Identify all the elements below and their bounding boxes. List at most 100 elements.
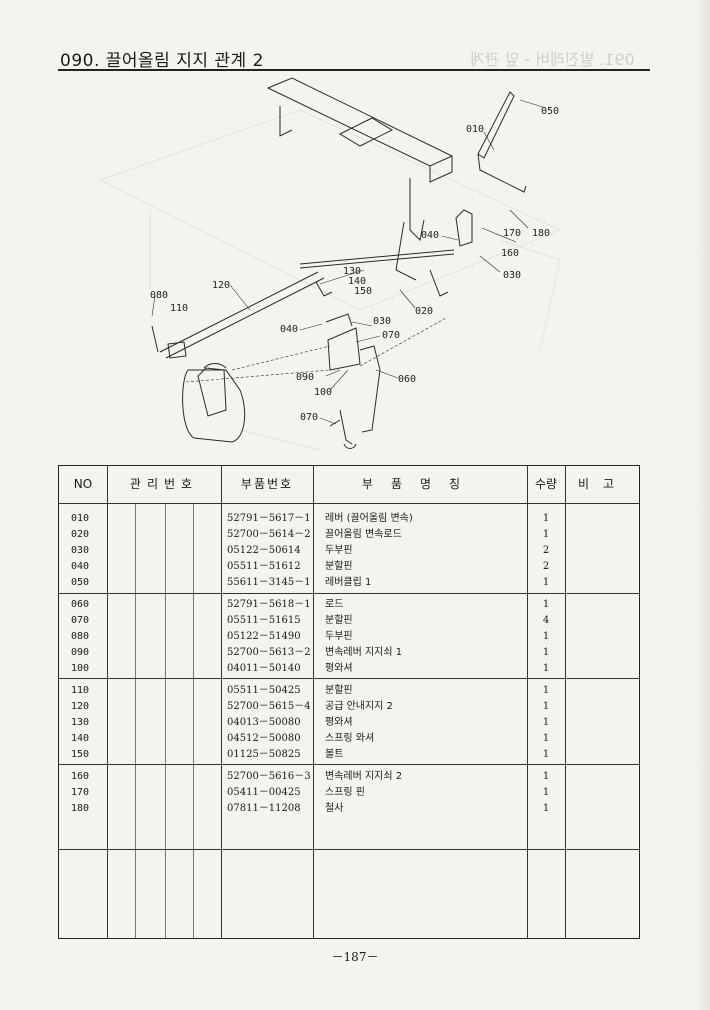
- header-separator: [59, 503, 639, 504]
- cell-no: 080: [71, 631, 90, 642]
- callout-030: 030: [503, 270, 521, 281]
- cell-part-name: 변속레버 지지쇠 1: [325, 647, 403, 658]
- cell-no: 110: [71, 685, 90, 696]
- page-title: 090. 끌어올림 지지 관계 2: [60, 51, 264, 71]
- cell-part-no: 05122－50614: [227, 545, 301, 556]
- cell-part-name: 레버클립 1: [325, 577, 372, 588]
- callout-050: 050: [541, 106, 559, 117]
- cell-no: 060: [71, 599, 90, 610]
- group-separator: [59, 849, 639, 850]
- callout-070b: 070: [300, 412, 318, 423]
- cell-qty: 1: [542, 599, 550, 610]
- cell-no: 090: [71, 647, 90, 658]
- callout-030b: 030: [373, 316, 391, 327]
- cell-part-name: 분할핀: [325, 615, 353, 626]
- page-number: －187－: [331, 950, 379, 964]
- callout-010: 010: [466, 124, 484, 135]
- callout-180: 180: [532, 228, 550, 239]
- cell-qty: 1: [542, 717, 550, 728]
- cell-part-no: 04011－50140: [227, 663, 301, 674]
- cell-part-name: 스프링 와셔: [325, 733, 375, 744]
- cell-qty: 1: [542, 577, 550, 588]
- header-part-name: 부품명칭: [361, 477, 479, 491]
- group-separator: [59, 678, 639, 679]
- cell-no: 150: [71, 749, 90, 760]
- group-separator: [59, 593, 639, 594]
- cell-qty: 1: [542, 771, 550, 782]
- cell-part-no: 05511－51612: [227, 561, 301, 572]
- cell-part-no: 07811－11208: [227, 803, 301, 814]
- cell-no: 020: [71, 529, 90, 540]
- cell-part-no: 05511－51615: [227, 615, 301, 626]
- col-divider: [193, 503, 194, 938]
- callout-140: 140: [348, 276, 366, 287]
- cell-no: 140: [71, 733, 90, 744]
- cell-no: 070: [71, 615, 90, 626]
- cell-qty: 2: [542, 545, 550, 556]
- header-qty: 수량: [534, 477, 558, 491]
- cell-part-no: 52700－5613－2: [227, 647, 311, 658]
- cell-part-no: 04512－50080: [227, 733, 301, 744]
- cell-part-no: 05511－50425: [227, 685, 301, 696]
- cell-qty: 1: [542, 647, 550, 658]
- cell-part-name: 끌어올림 변속로드: [325, 529, 402, 540]
- cell-no: 030: [71, 545, 90, 556]
- cell-part-no: 55611－3145－1: [227, 577, 311, 588]
- cell-qty: 1: [542, 749, 550, 760]
- header-rule: [58, 69, 650, 71]
- callout-150: 150: [354, 286, 372, 297]
- header-remark: 비고: [577, 477, 629, 491]
- cell-part-name: 공급 안내지지 2: [325, 701, 393, 712]
- callout-120: 120: [212, 280, 230, 291]
- cell-part-no: 04013－50080: [227, 717, 301, 728]
- cell-no: 120: [71, 701, 90, 712]
- cell-part-name: 분할핀: [325, 561, 353, 572]
- callout-110: 110: [170, 303, 188, 314]
- cell-qty: 1: [542, 733, 550, 744]
- group-separator: [59, 764, 639, 765]
- cell-qty: 1: [542, 513, 550, 524]
- cell-no: 040: [71, 561, 90, 572]
- col-divider: [165, 503, 166, 938]
- cell-no: 050: [71, 577, 90, 588]
- col-divider: [565, 466, 566, 938]
- cell-part-no: 52791－5618－1: [227, 599, 311, 610]
- cell-no: 160: [71, 771, 90, 782]
- header-no: NO: [73, 477, 93, 491]
- cell-no: 100: [71, 663, 90, 674]
- cell-part-name: 분할핀: [325, 685, 353, 696]
- cell-no: 130: [71, 717, 90, 728]
- cell-no: 010: [71, 513, 90, 524]
- parts-table: NO 관리번호 부품번호 부품명칭 수량 비고 010 52791－5617－1…: [58, 465, 640, 939]
- cell-qty: 1: [542, 787, 550, 798]
- cell-part-name: 볼트: [325, 749, 344, 760]
- bleed-through-title: 091. 발진레버 - 앞 관계: [470, 50, 635, 69]
- header-mgmt-no: 관리번호: [129, 477, 199, 491]
- cell-part-no: 52700－5615－4: [227, 701, 311, 712]
- cell-no: 170: [71, 787, 90, 798]
- cell-part-name: 레버 (끌어올림 변속): [325, 513, 413, 524]
- cell-part-no: 05122－51490: [227, 631, 301, 642]
- cell-part-no: 01125－50825: [227, 749, 301, 760]
- cell-qty: 1: [542, 663, 550, 674]
- callout-040: 040: [421, 230, 439, 241]
- col-divider: [221, 466, 222, 938]
- exploded-parts-diagram: 050 010 040 170 180 160 030 130 140 150 …: [0, 70, 710, 465]
- cell-qty: 1: [542, 529, 550, 540]
- col-divider: [135, 503, 136, 938]
- cell-part-name: 스프링 핀: [325, 787, 365, 798]
- callout-040b: 040: [280, 324, 298, 335]
- callout-090: 090: [296, 372, 314, 383]
- callout-070: 070: [382, 330, 400, 341]
- cell-part-name: 평와셔: [325, 663, 353, 674]
- col-divider: [527, 466, 528, 938]
- cell-part-no: 52791－5617－1: [227, 513, 311, 524]
- header-part-no: 부품번호: [240, 477, 294, 491]
- cell-qty: 2: [542, 561, 550, 572]
- cell-qty: 1: [542, 685, 550, 696]
- cell-qty: 1: [542, 631, 550, 642]
- callout-160: 160: [501, 248, 519, 259]
- callout-130: 130: [343, 266, 361, 277]
- cell-part-name: 변속레버 지지쇠 2: [325, 771, 403, 782]
